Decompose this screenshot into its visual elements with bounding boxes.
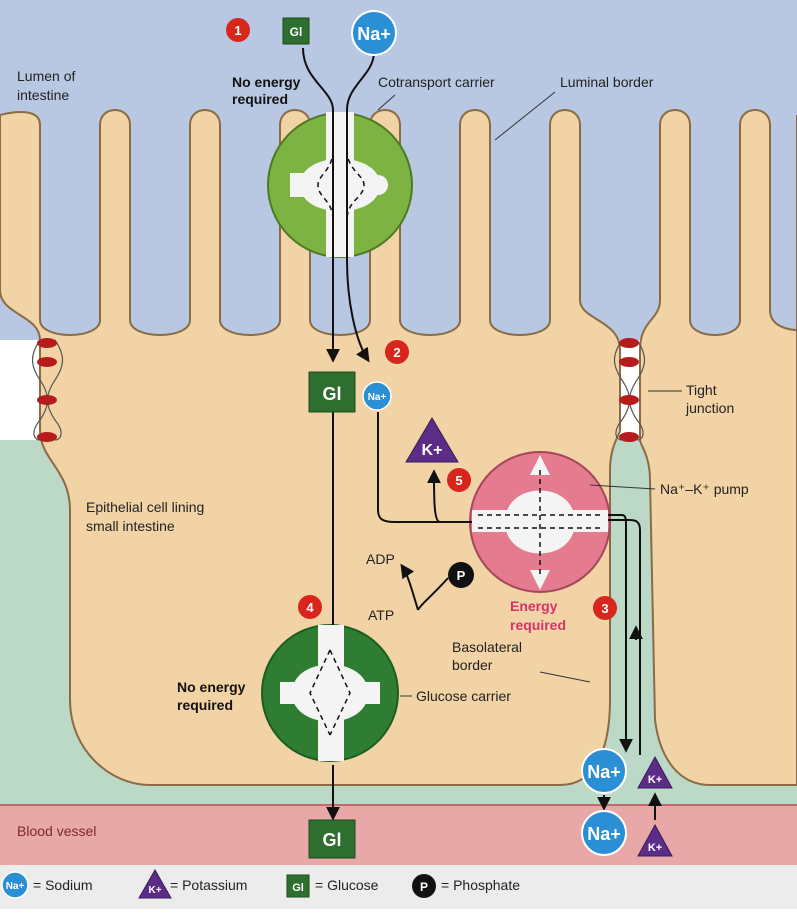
svg-text:junction: junction — [685, 400, 734, 416]
glucose-icon: Gl — [282, 17, 310, 45]
label-blood-vessel: Blood vessel — [17, 823, 96, 839]
label-no-energy-2: No energy — [177, 679, 246, 695]
sodium-icon: Na+ — [581, 748, 627, 794]
epithelial-cell-left — [0, 109, 621, 786]
svg-text:5: 5 — [455, 473, 462, 488]
leader-lines — [377, 91, 682, 697]
label-energy-required: Energy — [510, 598, 558, 614]
svg-text:Gl: Gl — [322, 384, 341, 404]
sodium-icon: Na+ — [362, 381, 392, 411]
legend: Na+ = Sodium K+ = Potassium Gl = Glucose… — [1, 868, 520, 899]
svg-text:K+: K+ — [148, 885, 161, 896]
step-badge-5: 5 — [447, 468, 471, 492]
svg-text:4: 4 — [306, 600, 314, 615]
label-epithelial-cell: Epithelial cell lining — [86, 499, 204, 515]
label-glucose-carrier: Glucose carrier — [416, 688, 511, 704]
svg-text:small intestine: small intestine — [86, 518, 175, 534]
tight-junction-left — [31, 338, 64, 442]
legend-glucose: Gl = Glucose — [286, 874, 379, 898]
glucose-carrier — [261, 624, 399, 762]
svg-text:= Sodium: = Sodium — [33, 877, 93, 893]
legend-strip — [0, 865, 797, 909]
svg-text:K+: K+ — [648, 842, 662, 854]
label-cotransport-carrier: Cotransport carrier — [378, 74, 495, 90]
svg-text:3: 3 — [601, 601, 608, 616]
svg-text:Gl: Gl — [322, 830, 341, 850]
svg-text:required: required — [232, 91, 288, 107]
legend-potassium: K+ = Potassium — [138, 868, 247, 899]
glucose-icon: Gl — [308, 371, 356, 413]
svg-text:Gl: Gl — [290, 25, 303, 39]
svg-text:required: required — [510, 617, 566, 633]
svg-text:P: P — [420, 880, 428, 894]
label-no-energy-1: No energy — [232, 74, 301, 90]
svg-text:Na+: Na+ — [368, 392, 387, 403]
svg-text:border: border — [452, 657, 493, 673]
svg-text:2: 2 — [393, 345, 400, 360]
svg-text:K+: K+ — [422, 442, 443, 459]
step-badge-4: 4 — [298, 595, 322, 619]
label-luminal-border: Luminal border — [560, 74, 654, 90]
svg-text:Na+: Na+ — [587, 762, 621, 782]
svg-text:= Phosphate: = Phosphate — [441, 877, 520, 893]
cotransport-carrier — [267, 112, 413, 258]
potassium-icon: K+ — [405, 417, 459, 463]
label-pump: Na⁺–K⁺ pump — [660, 481, 749, 497]
potassium-icon: K+ — [637, 823, 673, 857]
svg-text:= Glucose: = Glucose — [315, 877, 379, 893]
label-atp: ATP — [368, 607, 394, 623]
svg-text:required: required — [177, 697, 233, 713]
sodium-icon: Na+ — [351, 10, 397, 56]
step-badge-3: 3 — [593, 596, 617, 620]
tight-junction-right — [613, 338, 646, 442]
legend-sodium: Na+ = Sodium — [1, 871, 93, 899]
epithelial-cell-right — [639, 109, 797, 786]
svg-text:Na+: Na+ — [6, 881, 25, 892]
label-lumen: Lumen of — [17, 68, 75, 84]
svg-text:Gl: Gl — [292, 882, 304, 894]
label-basolateral-border: Basolateral — [452, 639, 522, 655]
label-tight-junction: Tight — [686, 382, 717, 398]
svg-text:K+: K+ — [648, 774, 662, 786]
transport-arrows — [302, 47, 662, 821]
legend-phosphate: P = Phosphate — [412, 874, 520, 898]
svg-text:1: 1 — [234, 23, 241, 38]
svg-text:intestine: intestine — [17, 87, 69, 103]
step-badge-1: 1 — [226, 18, 250, 42]
sodium-icon: Na+ — [581, 810, 627, 856]
svg-text:Na+: Na+ — [357, 24, 391, 44]
blood-vessel-band — [0, 805, 797, 865]
phosphate-icon: P — [448, 562, 474, 588]
na-k-pump — [469, 451, 611, 593]
glucose-icon: Gl — [308, 819, 356, 859]
svg-text:= Potassium: = Potassium — [170, 877, 247, 893]
step-badge-2: 2 — [385, 340, 409, 364]
svg-text:Na+: Na+ — [587, 824, 621, 844]
label-adp: ADP — [366, 551, 395, 567]
potassium-icon: K+ — [637, 755, 673, 789]
svg-text:P: P — [457, 568, 466, 583]
